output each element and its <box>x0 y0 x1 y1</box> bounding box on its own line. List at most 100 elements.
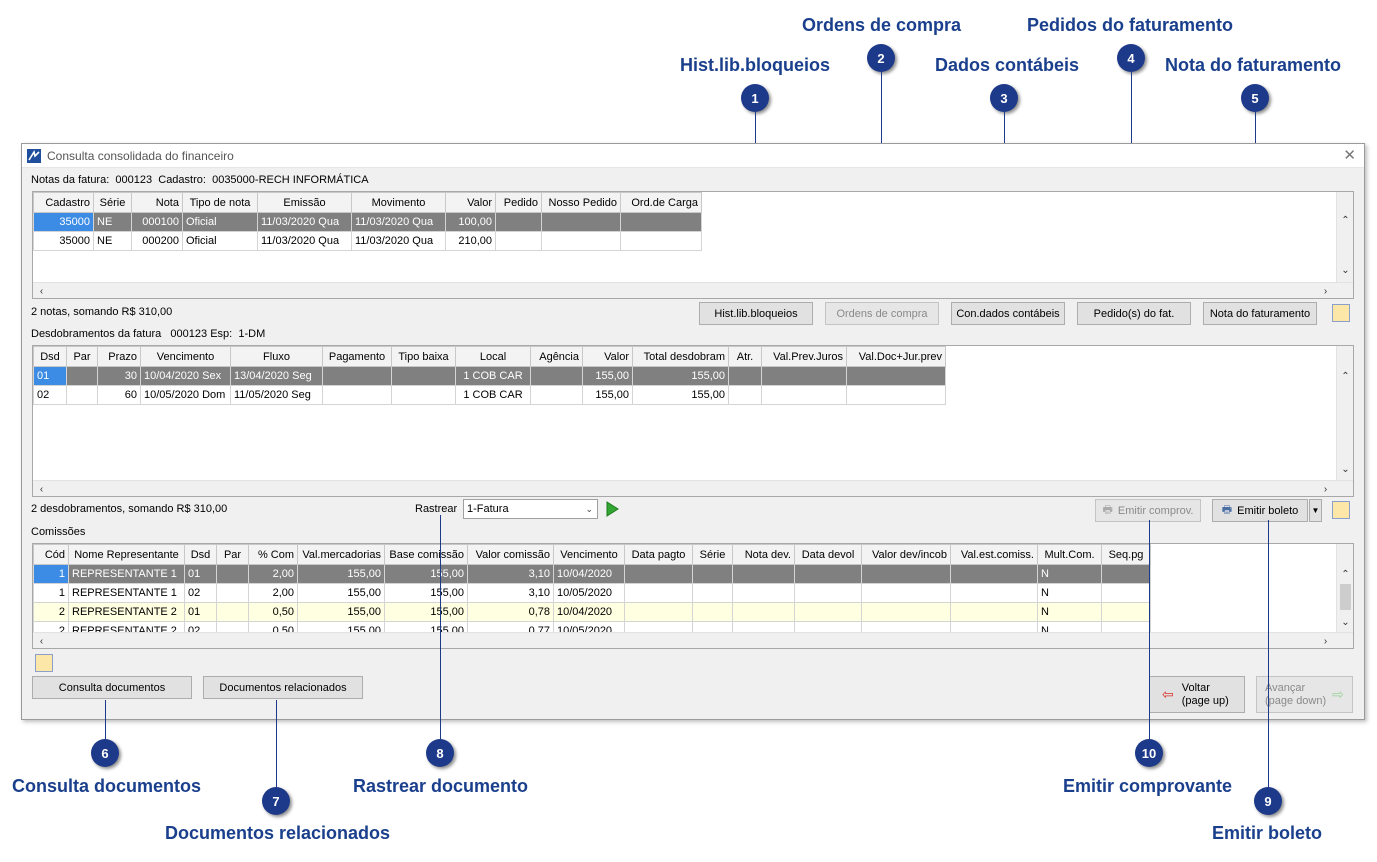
scroll-left-icon[interactable]: ‹ <box>39 286 44 297</box>
scroll-down-icon[interactable]: ⌄ <box>1341 265 1350 276</box>
col-data-pagto[interactable]: Data pagto <box>624 544 693 565</box>
scroll-left-icon[interactable]: ‹ <box>39 484 44 495</box>
emitir-boleto-button[interactable]: 🖶 Emitir boleto <box>1212 499 1308 522</box>
col-emissao[interactable]: Emissão <box>257 192 352 213</box>
emitir-boleto-dropdown[interactable]: ▼ <box>1309 499 1322 522</box>
col-seq-pg[interactable]: Seq.pg <box>1101 544 1151 565</box>
notas-grid[interactable]: Cadastro Série Nota Tipo de nota Emissão… <box>32 191 1354 299</box>
table-row[interactable]: 35000 NE 000200 Oficial 11/03/2020 Qua 1… <box>33 231 702 251</box>
callout-label-4: Pedidos do faturamento <box>1027 15 1234 35</box>
col-valor-dev-incob[interactable]: Valor dev/incob <box>861 544 951 565</box>
col-valor[interactable]: Valor <box>582 346 633 367</box>
nota-faturamento-button[interactable]: Nota do faturamento <box>1203 302 1317 325</box>
table-row[interactable]: 1 REPRESENTANTE 1 02 2,00 155,00 155,00 … <box>33 583 1151 603</box>
callout-badge-1: 1 <box>741 84 769 112</box>
col-mult-com[interactable]: Mult.Com. <box>1037 544 1102 565</box>
scroll-up-icon[interactable]: ⌃ <box>1341 569 1350 580</box>
callout-badge-5: 5 <box>1241 84 1269 112</box>
export-grid-icon[interactable] <box>1332 304 1350 322</box>
close-icon[interactable]: ✕ <box>1343 147 1356 164</box>
comissoes-vscrollbar[interactable]: ⌃ ⌄ <box>1336 544 1353 632</box>
col-total-desdobram[interactable]: Total desdobram <box>632 346 729 367</box>
callout-line-7 <box>276 700 277 787</box>
callout-label-3: Dados contábeis <box>935 55 1080 75</box>
col-pagamento[interactable]: Pagamento <box>322 346 392 367</box>
col-nosso-pedido[interactable]: Nosso Pedido <box>541 192 621 213</box>
col-serie[interactable]: Série <box>93 192 132 213</box>
col-atr[interactable]: Atr. <box>728 346 762 367</box>
table-row[interactable]: 1 REPRESENTANTE 1 01 2,00 155,00 155,00 … <box>33 564 1151 584</box>
table-row[interactable]: 01 30 10/04/2020 Sex 13/04/2020 Seg 1 CO… <box>33 366 946 386</box>
desdobramentos-vscrollbar[interactable]: ⌃ ⌄ <box>1336 346 1353 480</box>
desdobramentos-esp: 1-DM <box>238 328 266 340</box>
table-row[interactable]: 2 REPRESENTANTE 2 01 0,50 155,00 155,00 … <box>33 602 1151 622</box>
scroll-up-icon[interactable]: ⌃ <box>1341 371 1350 382</box>
scroll-right-icon[interactable]: › <box>1323 484 1328 495</box>
scroll-down-icon[interactable]: ⌄ <box>1341 617 1350 628</box>
chevron-down-icon[interactable]: ⌄ <box>585 504 593 514</box>
scroll-up-icon[interactable]: ⌃ <box>1341 215 1350 226</box>
col-vencimento[interactable]: Vencimento <box>553 544 625 565</box>
col-prazo[interactable]: Prazo <box>97 346 141 367</box>
rastrear-select[interactable]: 1-Fatura ⌄ <box>463 499 598 519</box>
pedidos-fat-button[interactable]: Pedido(s) do fat. <box>1077 302 1191 325</box>
col-agencia[interactable]: Agência <box>530 346 583 367</box>
desdobramentos-grid[interactable]: Dsd Par Prazo Vencimento Fluxo Pagamento… <box>32 345 1354 497</box>
comissoes-hscrollbar[interactable]: ‹ › <box>33 632 1353 648</box>
dados-contabeis-button[interactable]: Con.dados contábeis <box>951 302 1065 325</box>
callout-line-6 <box>105 700 106 740</box>
col-data-devol[interactable]: Data devol <box>794 544 862 565</box>
col-tipo-baixa[interactable]: Tipo baixa <box>391 346 456 367</box>
documentos-relacionados-button[interactable]: Documentos relacionados <box>203 676 363 699</box>
desdobramentos-hscrollbar[interactable]: ‹ › <box>33 480 1353 496</box>
printer-icon: 🖶 <box>1102 504 1113 516</box>
col-movimento[interactable]: Movimento <box>351 192 446 213</box>
avancar-button[interactable]: Avançar (page down) ⇨ <box>1256 676 1353 713</box>
notas-hscrollbar[interactable]: ‹ › <box>33 282 1353 298</box>
col-valor[interactable]: Valor <box>445 192 496 213</box>
notas-header-row: Cadastro Série Nota Tipo de nota Emissão… <box>33 192 702 213</box>
play-icon[interactable] <box>605 501 619 517</box>
col-nota-dev[interactable]: Nota dev. <box>732 544 795 565</box>
scroll-down-icon[interactable]: ⌄ <box>1341 464 1350 475</box>
col-par[interactable]: Par <box>66 346 98 367</box>
hist-lib-bloqueios-button[interactable]: Hist.lib.bloqueios <box>699 302 813 325</box>
col-fluxo[interactable]: Fluxo <box>230 346 323 367</box>
col-dsd[interactable]: Dsd <box>184 544 217 565</box>
col-pedido[interactable]: Pedido <box>495 192 542 213</box>
col-val-doc-jur-prev[interactable]: Val.Doc+Jur.prev <box>846 346 946 367</box>
col-pct-com[interactable]: % Com <box>248 544 298 565</box>
col-vencimento[interactable]: Vencimento <box>140 346 231 367</box>
col-valor-comissao[interactable]: Valor comissão <box>467 544 554 565</box>
col-cadastro[interactable]: Cadastro <box>33 192 94 213</box>
main-window: Consulta consolidada do financeiro ✕ Not… <box>21 143 1365 720</box>
col-val-mercadorias[interactable]: Val.mercadorias <box>297 544 385 565</box>
col-tipo-nota[interactable]: Tipo de nota <box>182 192 258 213</box>
col-par[interactable]: Par <box>216 544 249 565</box>
table-row[interactable]: 35000 NE 000100 Oficial 11/03/2020 Qua 1… <box>33 212 702 232</box>
consulta-documentos-button[interactable]: Consulta documentos <box>32 676 192 699</box>
ordens-compra-button[interactable]: Ordens de compra <box>825 302 939 325</box>
comissoes-grid[interactable]: Cód Nome Representante Dsd Par % Com Val… <box>32 543 1354 649</box>
scroll-right-icon[interactable]: › <box>1323 636 1328 647</box>
export-grid-icon[interactable] <box>35 654 53 672</box>
desdobramentos-fatura: 000123 <box>170 328 208 340</box>
voltar-button[interactable]: ⇦ Voltar (page up) <box>1149 676 1245 713</box>
col-local[interactable]: Local <box>455 346 531 367</box>
col-val-prev-juros[interactable]: Val.Prev.Juros <box>761 346 847 367</box>
col-nota[interactable]: Nota <box>131 192 183 213</box>
table-row[interactable]: 02 60 10/05/2020 Dom 11/05/2020 Seg 1 CO… <box>33 385 946 405</box>
col-base-comissao[interactable]: Base comissão <box>384 544 468 565</box>
export-grid-icon[interactable] <box>1332 501 1350 519</box>
col-val-est-comiss[interactable]: Val.est.comiss. <box>950 544 1038 565</box>
scroll-thumb[interactable] <box>1340 584 1351 610</box>
emitir-comprovante-button[interactable]: 🖶 Emitir comprov. <box>1095 499 1201 522</box>
col-nome-representante[interactable]: Nome Representante <box>68 544 185 565</box>
notas-vscrollbar[interactable]: ⌃ ⌄ <box>1336 192 1353 282</box>
col-dsd[interactable]: Dsd <box>33 346 67 367</box>
col-cod[interactable]: Cód <box>33 544 69 565</box>
col-ord-carga[interactable]: Ord.de Carga <box>620 192 702 213</box>
scroll-right-icon[interactable]: › <box>1323 286 1328 297</box>
col-serie[interactable]: Série <box>692 544 733 565</box>
scroll-left-icon[interactable]: ‹ <box>39 636 44 647</box>
